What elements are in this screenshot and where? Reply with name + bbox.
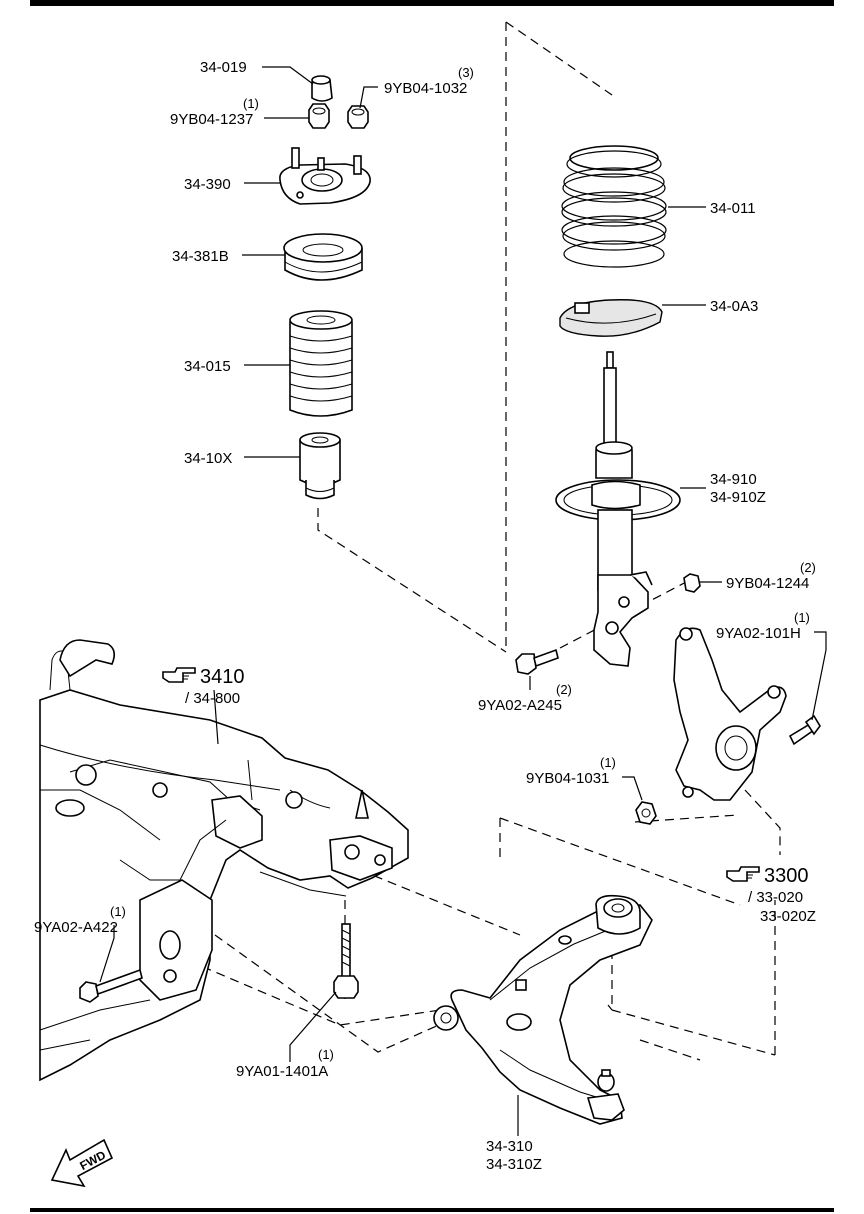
- part-9YB04-1237-nut: [308, 103, 330, 129]
- part-34-310-lower-control-arm: [433, 894, 653, 1125]
- part-34-800-crossmember: [39, 639, 409, 1082]
- label-9YB04-1237: 9YB04-1237: [170, 111, 253, 128]
- ref-3300: 3300: [764, 865, 809, 887]
- label-34-390: 34-390: [184, 176, 231, 193]
- assembly-guide-lines: [174, 21, 781, 1061]
- label-34-910Z: 34-910Z: [710, 489, 766, 506]
- part-34-0A3-spring-seat: [559, 299, 663, 337]
- bottom-border: [30, 1208, 834, 1212]
- part-34-910-strut: [555, 351, 681, 667]
- pointing-hand-icon: [162, 667, 196, 683]
- part-9YB04-1244-nut: [683, 573, 701, 593]
- label-34-910: 34-910: [710, 471, 757, 488]
- label-34-310: 34-310: [486, 1138, 533, 1155]
- part-9YA01-1401A-bolt: [333, 923, 359, 999]
- label-9YA01-1401A: 9YA01-1401A: [236, 1063, 328, 1080]
- label-9YA02-101H: 9YA02-101H: [716, 625, 801, 642]
- part-34-10X-bump-stop: [299, 432, 341, 500]
- part-34-390-mount: [279, 147, 371, 205]
- label-34-019: 34-019: [200, 59, 247, 76]
- qty-9YA02-A245: (2): [556, 682, 572, 697]
- qty-9YA02-101H: (1): [794, 610, 810, 625]
- part-9YA02-A245-bolt: [515, 648, 559, 675]
- ref-3410: 3410: [200, 666, 245, 688]
- ref-33-020Z: 33-020Z: [760, 908, 816, 925]
- part-9YA02-101H-bolt: [788, 714, 821, 746]
- label-9YB04-1244: 9YB04-1244: [726, 575, 809, 592]
- label-9YA02-A422: 9YA02-A422: [34, 919, 118, 936]
- label-9YA02-A245: 9YA02-A245: [478, 697, 562, 714]
- part-9YB04-1032-nut: [347, 105, 369, 129]
- label-34-310Z: 34-310Z: [486, 1156, 542, 1173]
- pointing-hand-icon: [726, 866, 760, 882]
- qty-9YA02-A422: (1): [110, 904, 126, 919]
- part-34-015-dust-boot: [289, 310, 353, 417]
- qty-9YA01-1401A: (1): [318, 1047, 334, 1062]
- label-9YB04-1031: 9YB04-1031: [526, 770, 609, 787]
- reference-3300[interactable]: 3300: [726, 865, 809, 887]
- ref-33-020: / 33-020: [748, 889, 803, 906]
- part-9YB04-1031-nut: [635, 801, 657, 825]
- qty-9YB04-1032: (3): [458, 65, 474, 80]
- label-34-015: 34-015: [184, 358, 231, 375]
- qty-9YB04-1244: (2): [800, 560, 816, 575]
- fwd-arrow-icon: FWD: [50, 1138, 114, 1188]
- part-34-381B-bearing: [283, 233, 363, 281]
- label-34-011: 34-011: [710, 200, 756, 217]
- part-33-020-steering-knuckle: [673, 627, 787, 801]
- reference-3410[interactable]: 3410: [162, 666, 245, 688]
- label-34-381B: 34-381B: [172, 248, 229, 265]
- label-34-0A3: 34-0A3: [710, 298, 758, 315]
- top-border: [30, 0, 834, 6]
- part-9YA02-A422-bolt: [79, 968, 143, 1003]
- label-9YB04-1032: 9YB04-1032: [384, 80, 467, 97]
- label-34-10X: 34-10X: [184, 450, 232, 467]
- ref-34-800: / 34-800: [185, 690, 240, 707]
- qty-9YB04-1031: (1): [600, 755, 616, 770]
- qty-9YB04-1237: (1): [243, 96, 259, 111]
- part-34-011-coil-spring: [561, 145, 667, 268]
- leader-lines: [99, 66, 827, 1136]
- part-34-019-cap: [311, 75, 333, 102]
